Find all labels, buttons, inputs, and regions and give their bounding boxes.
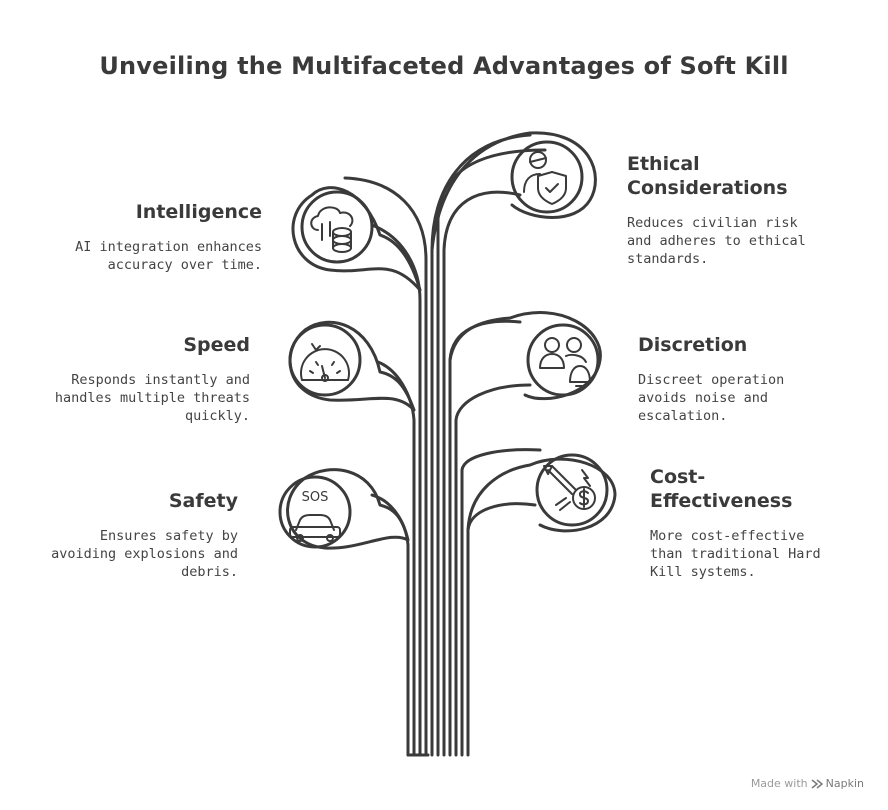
person-shield-icon <box>523 151 567 205</box>
sos-label: SOS <box>301 490 329 505</box>
database-cloud-icon <box>310 206 354 253</box>
leaf-safety <box>278 468 410 550</box>
footer-brand: Napkin <box>825 777 864 790</box>
leaf-cost <box>466 453 617 533</box>
item-description: More cost-effective than traditional Har… <box>650 528 821 580</box>
item-ethical-considerations: Ethical Considerations Reduces civilian … <box>627 152 827 268</box>
item-title: Safety <box>168 490 238 512</box>
rocket-dollar-icon <box>543 465 596 511</box>
leaf-ethical <box>430 131 597 252</box>
item-cost-effectiveness: Cost-Effectiveness More cost-effective t… <box>650 465 845 581</box>
item-speed: Speed Responds instantly and handles mul… <box>30 333 250 425</box>
leaf-discretion <box>448 311 602 401</box>
item-title: Cost-Effectiveness <box>650 466 793 512</box>
speedometer-icon <box>300 343 350 382</box>
item-description: Ensures safety by avoiding explosions an… <box>51 528 238 580</box>
item-title: Ethical Considerations <box>627 153 788 199</box>
item-intelligence: Intelligence AI integration enhances acc… <box>30 200 262 274</box>
napkin-logo-icon <box>811 778 823 789</box>
people-bell-icon <box>539 337 591 387</box>
item-description: AI integration enhances accuracy over ti… <box>75 239 262 273</box>
leaf-speed <box>288 320 416 412</box>
tree-trunk <box>343 133 547 757</box>
item-description: Reduces civilian risk and adheres to eth… <box>627 215 806 267</box>
item-description: Responds instantly and handles multiple … <box>54 372 250 424</box>
item-description: Discreet operation avoids noise and esca… <box>638 372 785 424</box>
sos-car-icon <box>289 514 341 542</box>
diagram-title: Unveiling the Multifaceted Advantages of… <box>99 52 789 80</box>
item-safety: Safety Ensures safety by avoiding explos… <box>30 489 238 581</box>
item-title: Speed <box>183 334 250 356</box>
footer-watermark: Made with Napkin <box>751 777 864 790</box>
item-discretion: Discretion Discreet operation avoids noi… <box>638 333 838 425</box>
leaf-intelligence <box>291 186 422 292</box>
item-title: Discretion <box>638 334 748 356</box>
item-title: Intelligence <box>135 201 262 223</box>
footer-made-with: Made with <box>750 777 808 790</box>
